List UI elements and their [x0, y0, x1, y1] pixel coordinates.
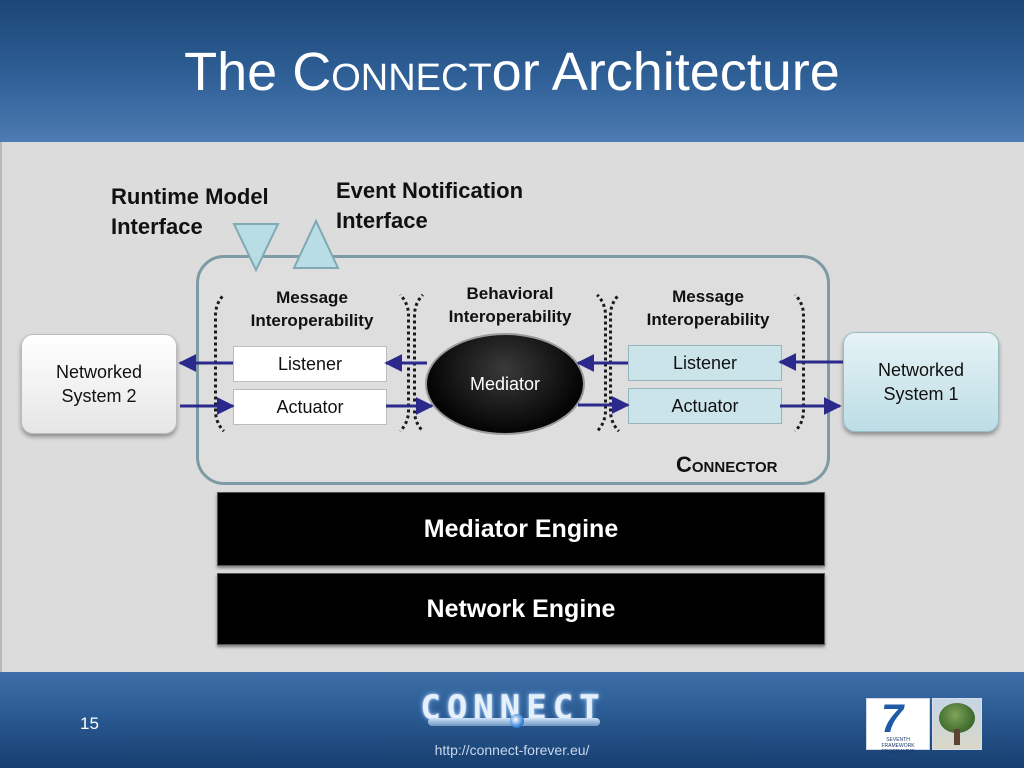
page-number: 15	[80, 714, 99, 733]
right-header-line-2: Interoperability	[646, 310, 770, 329]
runtime-model-interface-icon	[232, 223, 280, 273]
title-or: or	[491, 42, 540, 102]
ns2-line-1: Networked	[55, 362, 143, 382]
left-header-line-2: Interoperability	[250, 311, 374, 330]
right-actuator-box: Actuator	[628, 388, 782, 424]
connect-logo-dot	[510, 714, 524, 728]
left-header-line-1: Message	[276, 288, 348, 307]
behavioral-interoperability-header: Behavioral Interoperability	[420, 282, 600, 328]
mediator-label: Mediator	[469, 373, 541, 394]
ns2-line-2: System 2	[61, 386, 137, 406]
left-actuator-box: Actuator	[233, 389, 387, 425]
fp7-caption: SEVENTH FRAMEWORK PROGRAMME	[881, 737, 915, 755]
event-notification-line-2: Interface	[336, 208, 428, 233]
networked-system-1: Networked System 1	[843, 332, 999, 432]
runtime-model-line-2: Interface	[111, 214, 203, 239]
runtime-model-line-1: Runtime Model	[111, 184, 269, 209]
slide-header	[0, 0, 1024, 142]
footer-url: http://connect-forever.eu/	[434, 742, 590, 758]
event-notification-line-1: Event Notification	[336, 178, 524, 203]
networked-system-2: Networked System 2	[21, 334, 177, 434]
middle-header-line-1: Behavioral	[466, 284, 554, 303]
runtime-model-interface-label: Runtime Model Interface	[111, 182, 269, 242]
tree-trunk-icon	[954, 729, 960, 745]
title-connect-smallcaps: Connect	[292, 42, 492, 102]
right-header-line-1: Message	[672, 287, 744, 306]
ns1-line-2: System 1	[883, 384, 959, 404]
event-notification-interface-label: Event Notification Interface	[336, 176, 523, 236]
left-listener-box: Listener	[233, 346, 387, 382]
title-suffix: Architecture	[539, 42, 840, 102]
tree-crown-icon	[939, 703, 975, 733]
left-message-interoperability-header: Message Interoperability	[222, 286, 402, 332]
event-notification-interface-icon	[292, 218, 340, 269]
right-message-interoperability-header: Message Interoperability	[618, 285, 798, 331]
title-prefix: The	[184, 42, 293, 102]
fp7-seven-icon: 7	[881, 697, 904, 741]
right-listener-box: Listener	[628, 345, 782, 381]
tree-logo-icon	[932, 698, 982, 750]
network-engine-bar: Network Engine	[217, 573, 825, 645]
middle-header-line-2: Interoperability	[448, 307, 572, 326]
slide-title: The Connector Architecture	[0, 40, 1024, 104]
ns1-line-1: Networked	[877, 360, 965, 380]
connector-label: Connector	[676, 452, 778, 477]
mediator-engine-bar: Mediator Engine	[217, 492, 825, 566]
fp7-logo: 7 SEVENTH FRAMEWORK PROGRAMME	[866, 697, 930, 755]
mediator-ellipse: Mediator	[425, 333, 585, 435]
